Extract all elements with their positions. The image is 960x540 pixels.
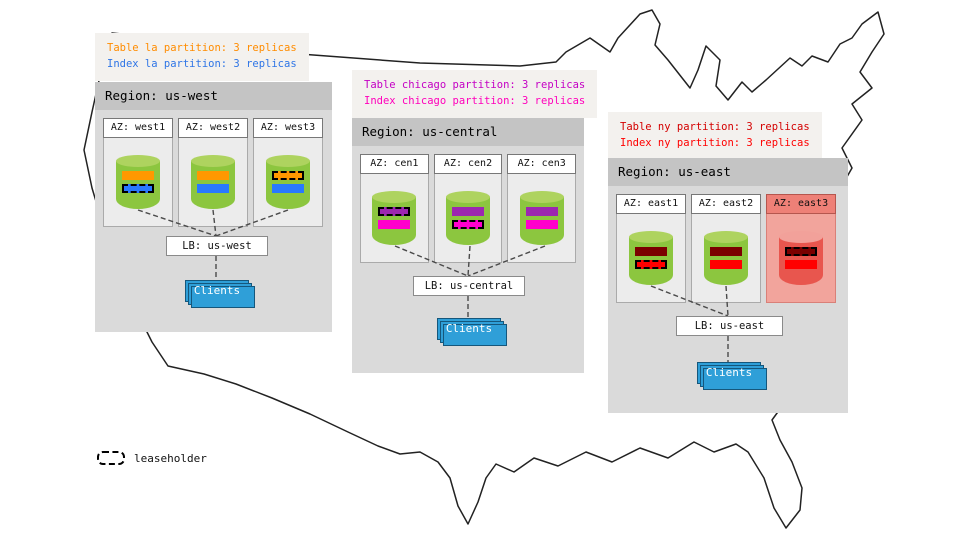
az-body: [103, 138, 173, 227]
note-table-line: Table chicago partition: 3 replicas: [364, 79, 586, 91]
az-label: AZ: west2: [178, 118, 248, 138]
legend: leaseholder: [97, 451, 207, 465]
load-balancer-us-central: LB: us-central: [413, 276, 525, 296]
az-body: [360, 174, 429, 263]
az-west3: AZ: west3: [253, 118, 323, 227]
table-replica-stripe: [122, 171, 154, 180]
cylinder-top: [446, 191, 490, 203]
region-us-central: Region: us-central AZ: cen1 AZ: cen2: [352, 118, 584, 373]
load-balancer-us-east: LB: us-east: [676, 316, 783, 336]
table-replica-stripe: [452, 207, 484, 216]
database-cylinder: [704, 231, 748, 285]
cylinder-top: [116, 155, 160, 167]
database-cylinder: [116, 155, 160, 209]
az-row: AZ: cen1 AZ: cen2: [352, 146, 584, 271]
az-label: AZ: cen3: [507, 154, 577, 174]
az-east1: AZ: east1: [616, 194, 686, 303]
az-label: AZ: east1: [616, 194, 686, 214]
cylinder-top: [266, 155, 310, 167]
az-body: [433, 174, 503, 263]
note-index-line: Index chicago partition: 3 replicas: [364, 94, 586, 107]
cylinder-top: [191, 155, 235, 167]
az-cen3: AZ: cen3: [507, 154, 577, 263]
az-east3-failed: AZ: east3: [766, 194, 836, 303]
database-cylinder: [372, 191, 417, 245]
leaseholder-swatch-icon: [97, 451, 125, 465]
region-title: Region: us-central: [352, 118, 584, 146]
database-cylinder: [266, 155, 310, 209]
index-replica-stripe: [785, 260, 817, 269]
index-replica-stripe: [635, 260, 667, 269]
database-cylinder: [629, 231, 673, 285]
index-replica-stripe: [122, 184, 154, 193]
table-replica-stripe: [710, 247, 742, 256]
az-row: AZ: east1 AZ: east2: [608, 186, 848, 311]
az-body: [253, 138, 323, 227]
clients-us-east: Clients: [697, 362, 767, 390]
table-replica-stripe: [635, 247, 667, 256]
note-table-line: Table ny partition: 3 replicas: [620, 121, 810, 133]
table-replica-stripe: [378, 207, 411, 216]
az-label: AZ: west1: [103, 118, 173, 138]
table-replica-stripe: [272, 171, 304, 180]
legend-label: leaseholder: [134, 451, 207, 465]
cylinder-top: [704, 231, 748, 243]
database-cylinder: [446, 191, 490, 245]
note-index-line: Index la partition: 3 replicas: [107, 57, 297, 70]
database-cylinder: [779, 231, 823, 285]
az-label: AZ: east3: [766, 194, 836, 214]
az-body: [507, 174, 577, 263]
note-us-central: Table chicago partition: 3 replicas Inde…: [352, 70, 598, 118]
index-replica-stripe: [452, 220, 484, 229]
clients-us-central: Clients: [437, 318, 507, 346]
az-body: [178, 138, 248, 227]
database-cylinder: [191, 155, 235, 209]
index-replica-stripe: [378, 220, 411, 229]
index-replica-stripe: [272, 184, 304, 193]
table-replica-stripe: [197, 171, 229, 180]
az-cen1: AZ: cen1: [360, 154, 429, 263]
az-label: AZ: east2: [691, 194, 761, 214]
index-replica-stripe: [710, 260, 742, 269]
az-label: AZ: cen1: [360, 154, 429, 174]
region-title: Region: us-west: [95, 82, 332, 110]
az-west1: AZ: west1: [103, 118, 173, 227]
note-table-line: Table la partition: 3 replicas: [107, 42, 297, 54]
az-body: [616, 214, 686, 303]
az-row: AZ: west1 AZ: west2: [95, 110, 332, 235]
az-label: AZ: west3: [253, 118, 323, 138]
index-replica-stripe: [525, 220, 558, 229]
database-cylinder: [519, 191, 564, 245]
az-west2: AZ: west2: [178, 118, 248, 227]
load-balancer-us-west: LB: us-west: [166, 236, 268, 256]
note-us-west: Table la partition: 3 replicas Index la …: [95, 33, 309, 81]
az-body: [766, 214, 836, 303]
table-replica-stripe: [525, 207, 558, 216]
note-index-line: Index ny partition: 3 replicas: [620, 136, 810, 149]
cylinder-top: [779, 231, 823, 243]
cylinder-top: [372, 191, 417, 203]
index-replica-stripe: [197, 184, 229, 193]
az-east2: AZ: east2: [691, 194, 761, 303]
az-body: [691, 214, 761, 303]
clients-us-west: Clients: [185, 280, 255, 308]
note-us-east: Table ny partition: 3 replicas Index ny …: [608, 112, 822, 160]
cylinder-top: [519, 191, 564, 203]
az-cen2: AZ: cen2: [433, 154, 503, 263]
cylinder-top: [629, 231, 673, 243]
region-title: Region: us-east: [608, 158, 848, 186]
table-replica-stripe: [785, 247, 817, 256]
az-label: AZ: cen2: [433, 154, 503, 174]
